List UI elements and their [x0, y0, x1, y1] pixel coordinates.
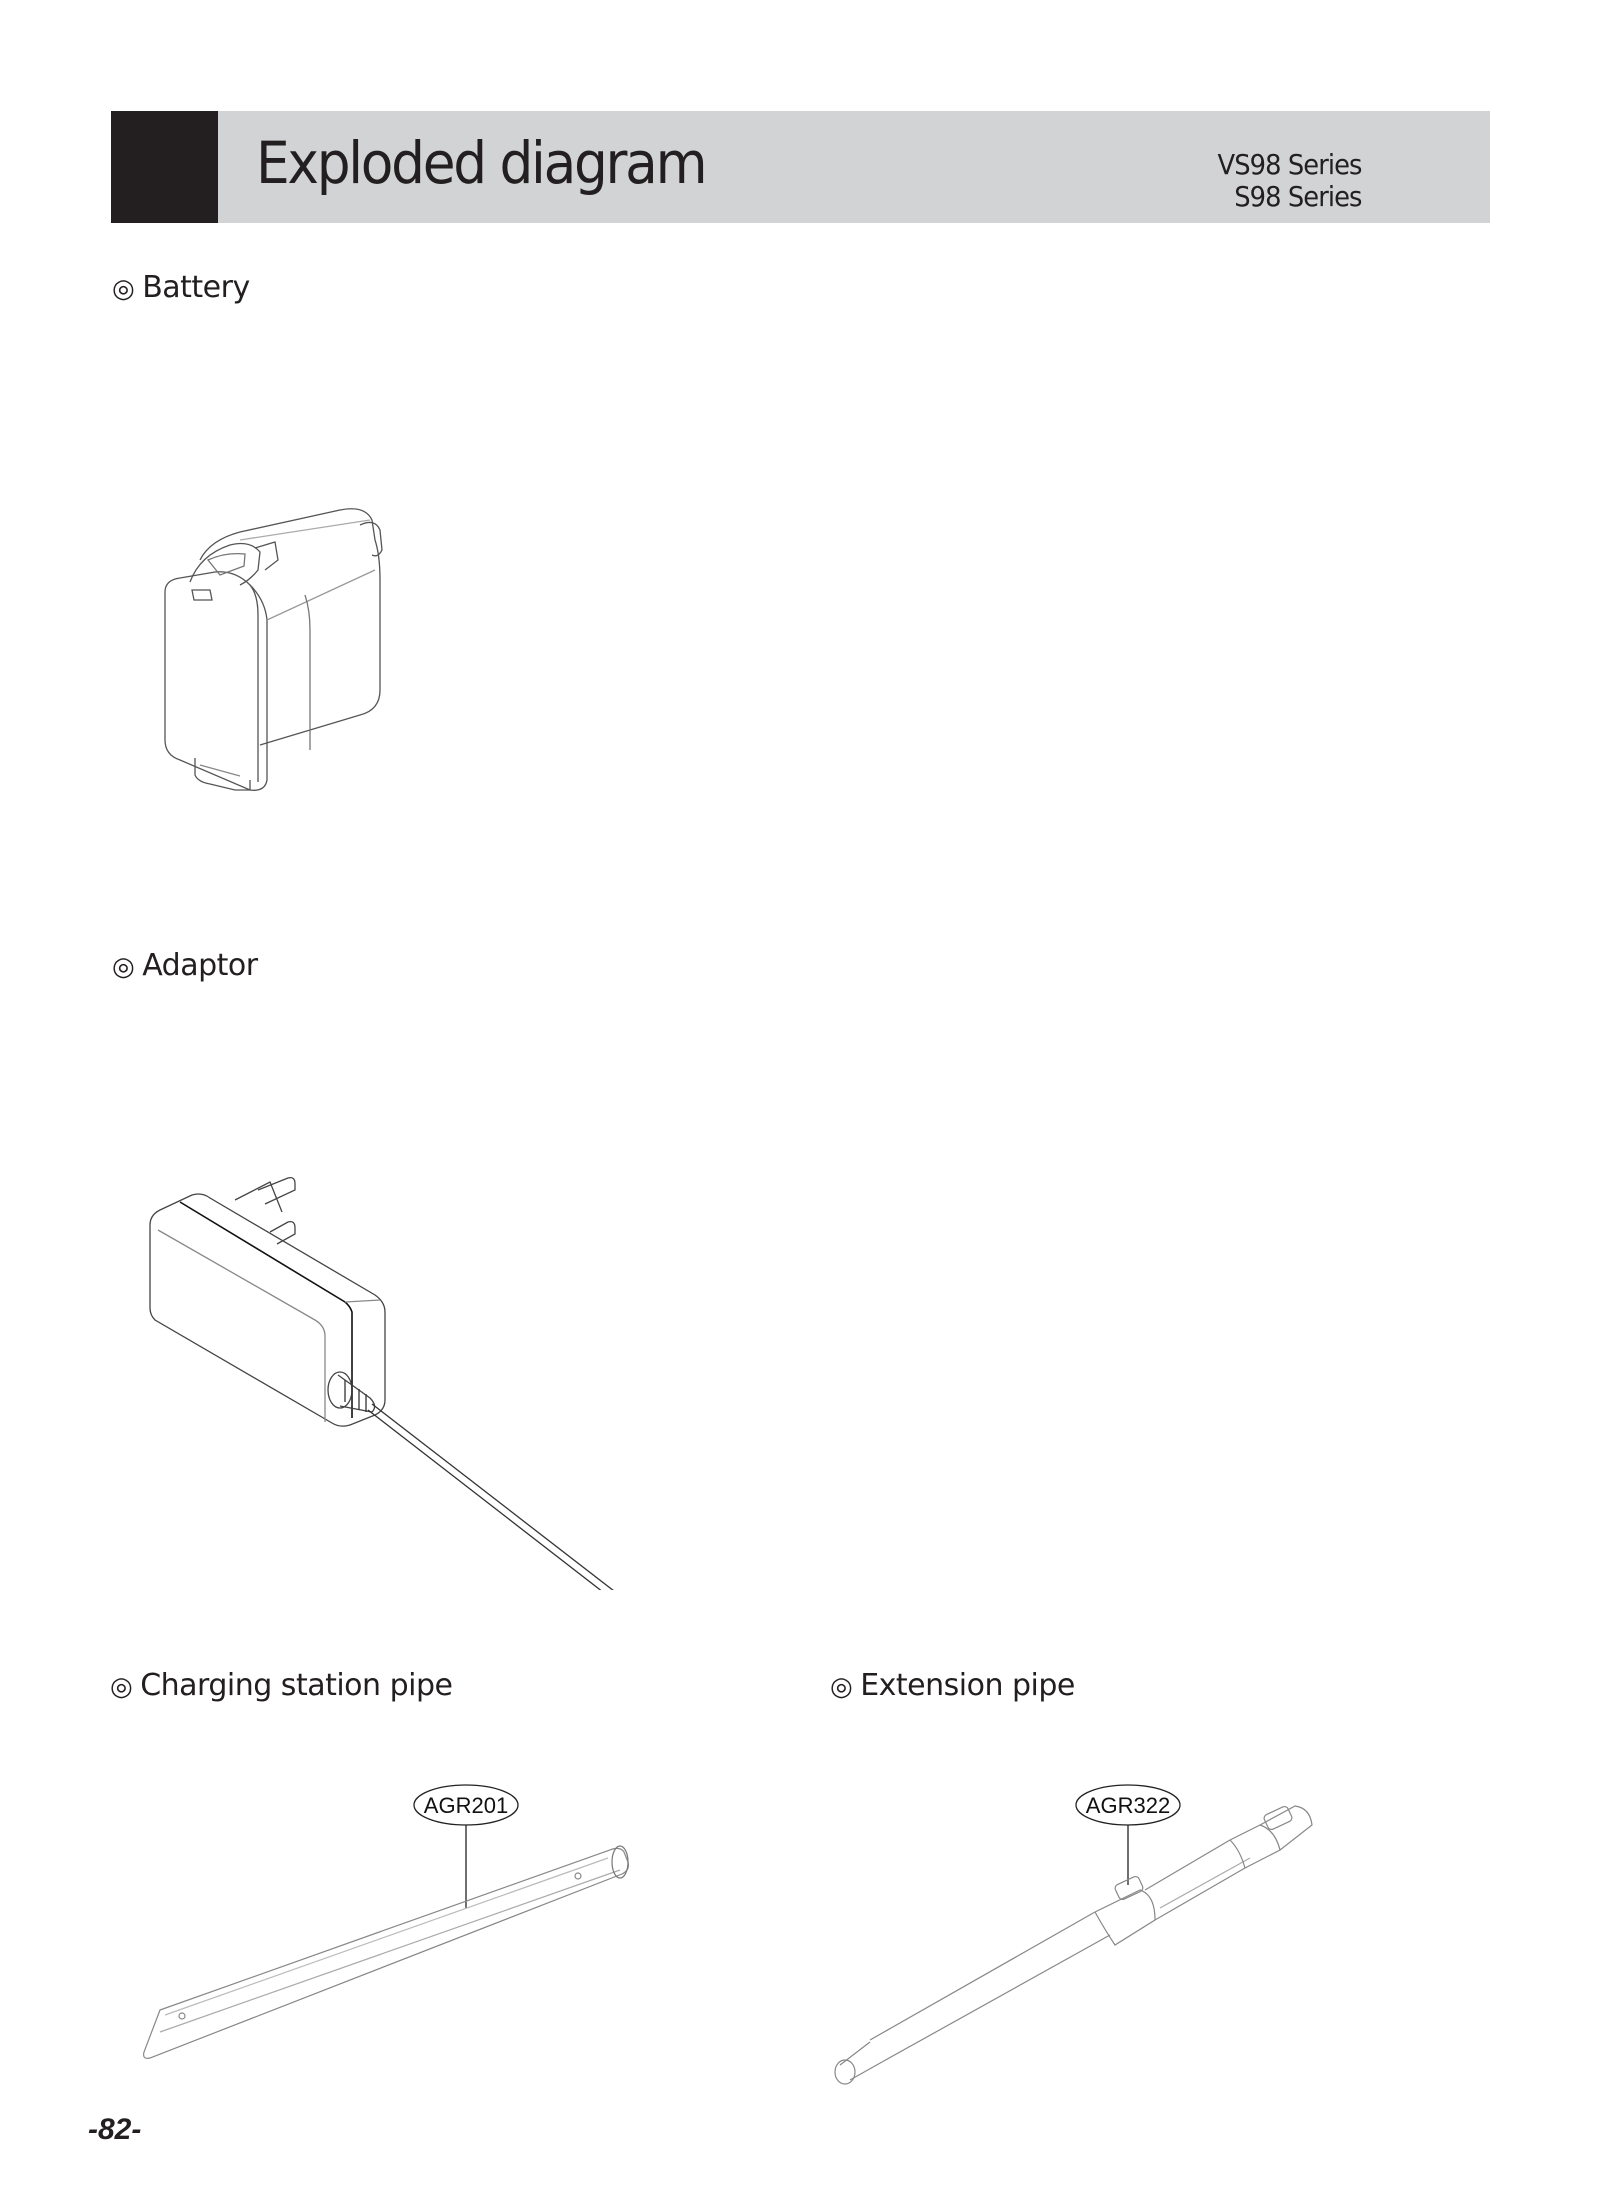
adaptor-illustration [140, 1170, 760, 1590]
double-circle-bullet-icon: ◎ [110, 1672, 133, 1702]
extension-pipe-illustration: AGR322 [820, 1770, 1340, 2100]
series-line-2: S98 Series [1234, 180, 1363, 213]
series-line-1: VS98 Series [1217, 148, 1363, 181]
model-series: VS98 Series S98 Series [1217, 148, 1363, 213]
charging-station-pipe-illustration: AGR201 [130, 1770, 670, 2080]
double-circle-bullet-icon: ◎ [112, 952, 135, 982]
callout-label-agr201: AGR201 [424, 1793, 508, 1818]
double-circle-bullet-icon: ◎ [830, 1672, 853, 1702]
double-circle-bullet-icon: ◎ [112, 274, 135, 304]
header-dark-block [111, 111, 218, 223]
page-number: -82- [88, 2113, 142, 2146]
page-header: Exploded diagram VS98 Series S98 Series [111, 111, 1490, 223]
section-title-battery: ◎Battery [112, 270, 250, 305]
section-title-charging-station-pipe: ◎Charging station pipe [110, 1668, 453, 1703]
callout-label-agr322: AGR322 [1086, 1793, 1170, 1818]
section-title-extension-pipe: ◎Extension pipe [830, 1668, 1075, 1703]
section-title-adaptor: ◎Adaptor [112, 948, 258, 983]
page-title: Exploded diagram [256, 129, 708, 197]
battery-illustration [140, 500, 400, 800]
